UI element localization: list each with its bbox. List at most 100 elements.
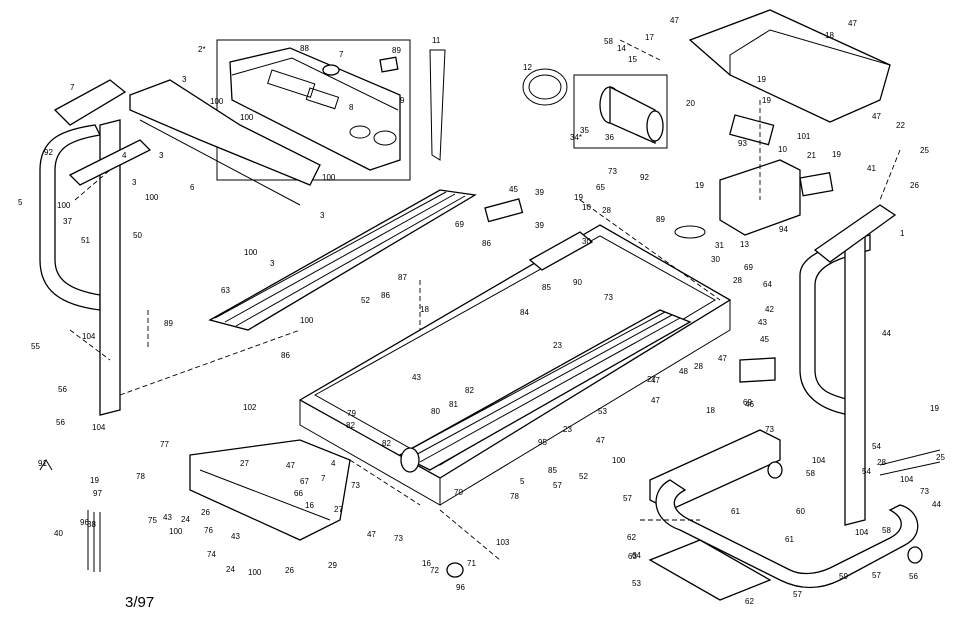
part-callout: 20 [686,99,695,108]
part-callout: 9 [400,96,405,105]
part-callout: 27 [334,505,343,514]
part-callout: 100 [210,97,224,106]
part-callout: 58 [882,526,891,535]
part-callout: 13 [740,240,749,249]
part-callout: 52 [579,472,588,481]
part-callout: 24 [226,565,235,574]
part-callout: 22 [896,121,905,130]
part-callout: 45 [509,185,518,194]
part-callout: 5 [18,198,23,207]
part-callout: 73 [765,425,774,434]
part-callout: 18 [420,305,429,314]
part-callout: 73 [394,534,403,543]
part-callout: 47 [848,19,857,28]
part-callout: 81 [449,400,458,409]
part-callout: 63 [221,286,230,295]
part-callout: 4 [331,459,336,468]
part-callout: 104 [900,475,914,484]
part-callout: 19 [695,181,704,190]
part-callout: 82 [465,386,474,395]
part-callout: 10 [778,145,787,154]
part-callout: 62 [745,597,754,606]
part-callout: 96 [456,583,465,592]
part-callout: 69 [744,263,753,272]
part-callout: 1 [900,229,905,238]
part-callout: 28 [877,458,886,467]
part-callout: 27 [240,459,249,468]
part-callout: 45 [760,335,769,344]
part-callout: 89 [164,319,173,328]
part-callout: 67 [300,477,309,486]
part-callout: 3 [320,211,325,220]
part-callout: 104 [82,332,96,341]
part-callout: 55 [31,342,40,351]
part-callout: 72 [430,566,439,575]
part-callout: 73 [920,487,929,496]
part-callout: 82 [382,439,391,448]
part-callout: 31 [715,241,724,250]
part-callout: 19 [930,404,939,413]
part-callout: 58 [604,37,613,46]
part-callout: 100 [248,568,262,577]
part-callout: 102 [243,403,257,412]
part-callout: 54 [862,467,871,476]
side-rail-right [398,309,692,471]
console-part [229,47,401,171]
part-callout: 57 [553,481,562,490]
motor-inset-box [573,74,668,149]
part-callout: 95 [538,438,547,447]
part-callout: 7 [70,83,75,92]
part-callout: 100 [244,248,258,257]
part-callout: 100 [240,113,254,122]
part-callout: 90 [573,278,582,287]
part-callout: 47 [651,396,660,405]
part-callout: 16 [305,501,314,510]
part-callout: 47 [286,461,295,470]
part-callout: 104 [812,456,826,465]
part-callout: 44 [932,500,941,509]
part-callout: 19 [574,193,583,202]
upright-left [39,124,101,311]
part-callout: 97 [93,489,102,498]
part-callout: 19 [832,150,841,159]
part-callout: 47 [872,112,881,121]
part-callout: 18 [825,31,834,40]
part-callout: 100 [145,193,159,202]
part-callout: 23 [563,425,572,434]
part-callout: 61 [731,507,740,516]
part-callout: 46 [745,400,754,409]
part-callout: 6 [190,183,195,192]
part-callout: 73 [351,481,360,490]
part-callout: 29 [328,561,337,570]
part-callout: 70 [454,488,463,497]
part-callout: 43 [758,318,767,327]
part-callout: 86 [281,351,290,360]
part-callout: 3 [132,178,137,187]
part-callout: 57 [793,590,802,599]
part-callout: 60 [796,507,805,516]
part-callout: 78 [510,492,519,501]
part-callout: 100 [300,316,314,325]
part-callout: 24 [181,515,190,524]
part-callout: 64 [632,551,641,560]
part-callout: 92 [640,173,649,182]
part-callout: 23 [553,341,562,350]
part-callout: 101 [797,132,811,141]
part-callout: 104 [92,423,106,432]
revision-date: 3/97 [125,594,154,611]
part-callout: 100 [612,456,626,465]
part-callout: 47 [670,16,679,25]
part-callout: 26 [910,181,919,190]
part-callout: 80 [431,407,440,416]
part-callout: 85 [542,283,551,292]
part-callout: 94 [779,225,788,234]
part-callout: 50 [133,231,142,240]
part-callout: 62 [627,533,636,542]
part-callout: 11 [432,36,441,45]
part-callout: 10 [582,203,591,212]
part-callout: 7 [339,50,344,59]
part-callout: 8 [349,103,354,112]
part-callout: 35 [580,126,589,135]
part-callout: 76 [204,526,213,535]
part-callout: 15 [628,55,637,64]
